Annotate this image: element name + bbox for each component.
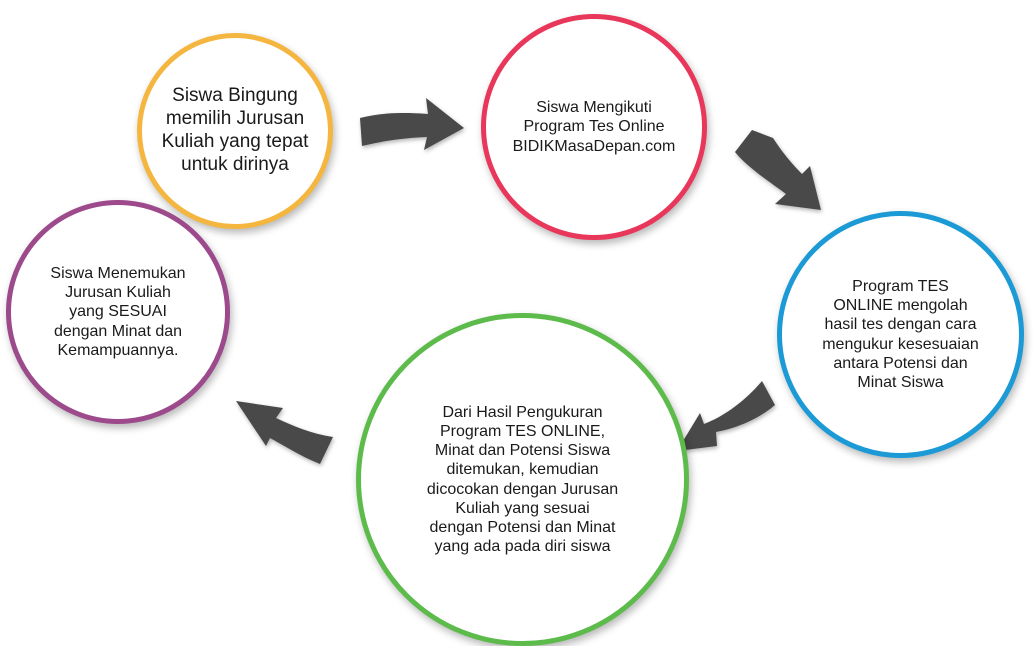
arrow-step3-to-step4: [677, 381, 775, 451]
step-3-text: Program TES ONLINE mengolah hasil tes de…: [822, 277, 979, 391]
step-2-circle: Siswa Mengikuti Program Tes Online BIDIK…: [481, 14, 707, 240]
step-5-text: Siswa Menemukan Jurusan Kuliah yang SESU…: [50, 265, 186, 359]
step-4-circle: Dari Hasil Pengukuran Program TES ONLINE…: [356, 313, 689, 646]
step-5-circle: Siswa Menemukan Jurusan Kuliah yang SESU…: [6, 200, 230, 424]
arrow-step4-to-step5: [236, 401, 333, 464]
step-2-text: Siswa Mengikuti Program Tes Online BIDIK…: [512, 99, 676, 155]
step-1-text: Siswa Bingung memilih Jurusan Kuliah yan…: [161, 85, 309, 175]
step-1-circle: Siswa Bingung memilih Jurusan Kuliah yan…: [137, 33, 333, 229]
arrow-step1-to-step2: [360, 98, 464, 150]
step-3-circle: Program TES ONLINE mengolah hasil tes de…: [777, 211, 1024, 458]
step-4-text: Dari Hasil Pengukuran Program TES ONLINE…: [426, 403, 619, 556]
arrow-step2-to-step3: [735, 130, 821, 210]
